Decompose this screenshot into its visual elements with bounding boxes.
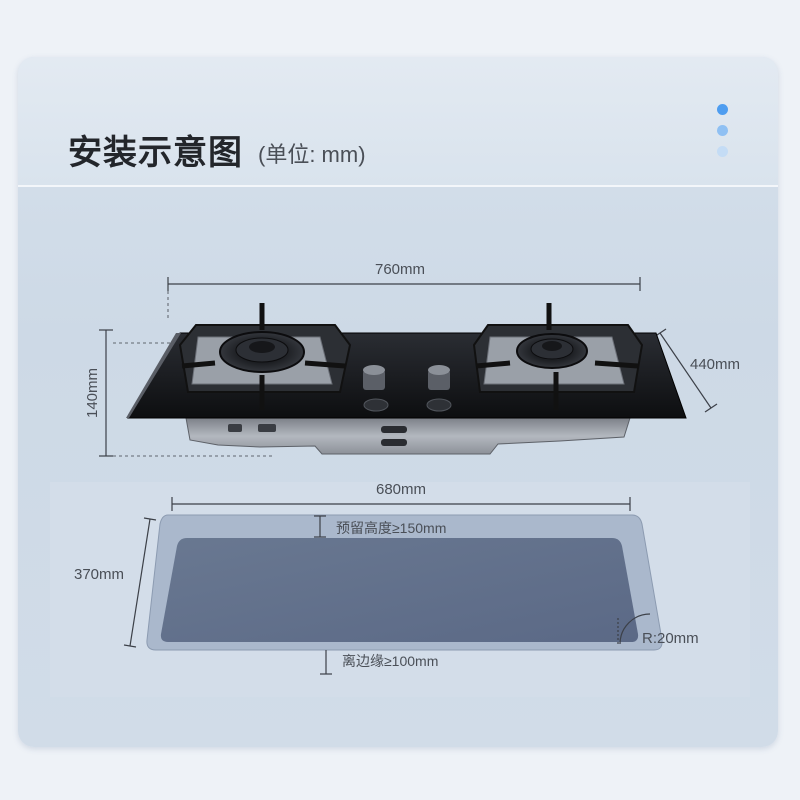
page-title: 安装示意图: [68, 134, 243, 172]
right-knob: [426, 365, 452, 412]
cutout-hole: [160, 538, 639, 642]
vent-slot: [381, 426, 407, 433]
hob-height-label: 140mm: [84, 368, 101, 418]
hob-body: [185, 417, 631, 455]
right-burner: [472, 303, 644, 410]
pagination-dot[interactable]: [717, 125, 728, 136]
reserved-height-marker: [314, 515, 326, 538]
reserved-height-label: 预留高度≥150mm: [336, 520, 446, 536]
cutout-width-label: 680mm: [376, 481, 426, 498]
left-burner: [178, 303, 352, 410]
hob-depth-label: 440mm: [690, 356, 740, 373]
ignition-slot: [228, 424, 242, 432]
width-dimension-line: [167, 277, 641, 318]
unit-note: (单位: mm): [258, 142, 366, 167]
cutout-depth-line: [123, 517, 157, 648]
pagination-dot-active[interactable]: [717, 104, 728, 115]
cutout-depth-label: 370mm: [74, 566, 124, 583]
edge-distance-label: 离边缘≥100mm: [342, 653, 438, 669]
corner-radius-marker: [617, 613, 651, 645]
vent-slot: [381, 439, 407, 446]
ignition-slot: [258, 424, 276, 432]
left-knob: [363, 365, 389, 412]
cutout-width-line: [171, 497, 631, 511]
gas-hob: [126, 303, 687, 455]
hob-width-label: 760mm: [375, 261, 425, 278]
edge-distance-marker: [320, 650, 332, 675]
title-bar: 安装示意图 (单位: mm): [18, 57, 778, 187]
corner-radius-label: R:20mm: [642, 630, 699, 647]
pagination-dot[interactable]: [717, 146, 728, 157]
height-dimension-line: [99, 329, 275, 457]
